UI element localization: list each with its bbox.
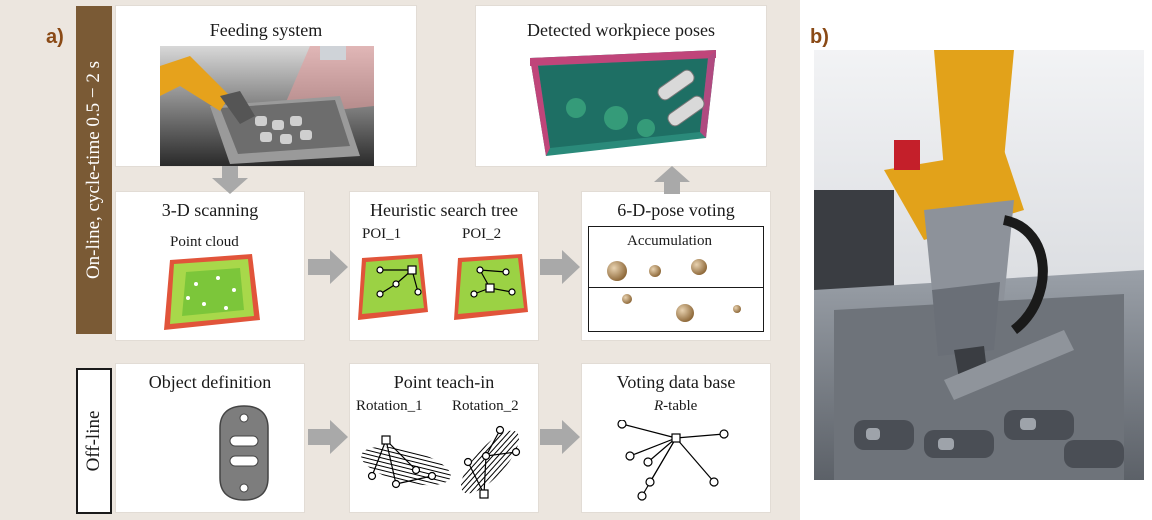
detected-poses-title: Detected workpiece poses: [527, 20, 715, 40]
search-tree-box: Heuristic search tree POI_1 POI_2: [350, 192, 538, 340]
rotation-2-label: Rotation_2: [452, 398, 519, 414]
accumulation-table: Accumulation: [588, 226, 764, 332]
feeding-system-box: Feeding system: [116, 6, 416, 166]
point-teach-in-box: Point teach-in Rotation_1 Rotation_2: [350, 364, 538, 512]
detected-poses-render: [530, 50, 716, 156]
arrow-right-scan-search: [308, 250, 348, 284]
arrow-right-search-voting: [540, 250, 580, 284]
rotation-1-label: Rotation_1: [356, 398, 423, 414]
robot-gripper-photo: [814, 50, 1144, 480]
pose-voting-title: 6-D-pose voting: [617, 200, 735, 220]
poi-2-label: POI_2: [462, 226, 502, 242]
feeding-system-photo: [160, 46, 374, 166]
search-tree-graphs: [358, 254, 528, 320]
r-table-graph: [617, 420, 729, 501]
point-teach-in-title: Point teach-in: [393, 372, 495, 392]
point-cloud-image: [164, 254, 260, 330]
arrow-up-detected: [654, 166, 690, 194]
accumulation-label: Accumulation: [627, 233, 712, 249]
scanning-box: 3-D scanning Point cloud: [116, 192, 304, 340]
offline-side-label: Off-line: [83, 410, 104, 472]
detected-poses-box: Detected workpiece poses: [476, 6, 766, 166]
panel-label-b: b): [810, 26, 829, 48]
r-table-label: R-table: [654, 398, 698, 414]
arrow-right-object-teach: [308, 420, 348, 454]
teach-in-graphs: [361, 425, 521, 499]
voting-database-box: Voting data base R-table: [582, 364, 770, 512]
accumulation-cells: [607, 259, 741, 322]
panel-label-a: a): [46, 26, 64, 48]
workpiece-outline: [219, 405, 269, 501]
online-side-label: On-line, cycle-time 0.5 − 2 s: [83, 60, 104, 280]
object-definition-box: Object definition: [116, 364, 304, 512]
voting-database-title: Voting data base: [616, 372, 736, 392]
search-tree-title: Heuristic search tree: [370, 200, 518, 220]
feeding-system-title: Feeding system: [209, 20, 323, 40]
offline-side-bar: Off-line: [76, 368, 112, 514]
poi-1-label: POI_1: [362, 226, 402, 242]
accumulation-divider: [589, 287, 763, 288]
arrow-down-feeding: [212, 166, 248, 194]
online-side-bar: On-line, cycle-time 0.5 − 2 s: [76, 6, 112, 334]
pose-voting-box: 6-D-pose voting Accumulation: [582, 192, 770, 340]
scanning-title: 3-D scanning: [161, 200, 259, 220]
object-definition-title: Object definition: [148, 372, 272, 392]
robot-photo-illustration: [814, 50, 1144, 480]
point-cloud-label: Point cloud: [170, 234, 239, 250]
arrow-right-teach-database: [540, 420, 580, 454]
